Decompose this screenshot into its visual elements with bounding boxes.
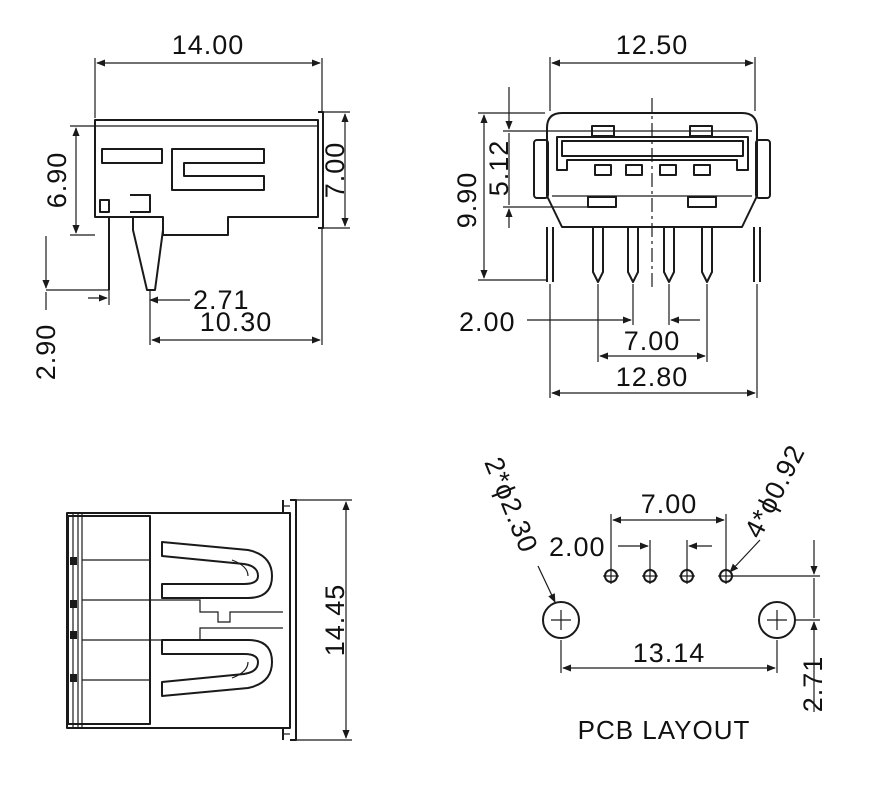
pcb-mount-hole-label: 2*ϕ2.30: [478, 453, 543, 557]
front-width-label: 12.50: [616, 30, 689, 60]
top-depth-label: 14.45: [320, 584, 350, 657]
front-height-label: 9.90: [452, 172, 482, 229]
front-leg-span-label: 12.80: [616, 362, 689, 392]
side-right-height-label: 7.00: [320, 142, 350, 199]
side-pin: [132, 217, 164, 291]
pcb-pin-pitch-label: 2.00: [549, 532, 606, 562]
side-pin-depth-label: 2.90: [31, 324, 61, 381]
pcb-hole-offset-label: 2.71: [798, 656, 828, 713]
top-contact-lower: [161, 639, 273, 697]
pcb-layout-title: PCB LAYOUT: [578, 715, 751, 745]
side-housing: [94, 119, 319, 236]
side-length-label: 14.00: [172, 30, 245, 60]
top-body: [66, 512, 291, 729]
pcb-hole-span-label: 13.14: [633, 638, 706, 668]
side-pin-span-label: 10.30: [200, 307, 273, 337]
pcb-layout: 7.00 2.00 13.14 2.71 2*ϕ2.30 4*ϕ0.92 PCB…: [478, 440, 828, 745]
side-pin-offset-label: 2.71: [193, 285, 250, 315]
front-port-height-label: 5.12: [484, 140, 514, 197]
mount-hole-left: [542, 601, 580, 639]
pin-hole: [679, 568, 695, 584]
mount-hole-right: [758, 601, 796, 639]
top-contact-upper: [161, 541, 273, 599]
pcb-pin-outer-label: 7.00: [641, 489, 698, 519]
pin-hole: [603, 568, 619, 584]
top-view: 14.45: [66, 499, 352, 741]
front-pin-pitch-label: 2.00: [459, 307, 516, 337]
front-view: 12.50 9.90 5.12 2.00 7.00 12.80: [452, 30, 771, 398]
pin-hole: [642, 568, 658, 584]
pcb-pin-hole-label: 4*ϕ0.92: [739, 440, 811, 543]
side-view: 14.00 6.90 7.00 2.90 2.71 10.30: [31, 30, 350, 380]
front-pin-outer-label: 7.00: [624, 326, 681, 356]
side-height-label: 6.90: [42, 152, 72, 209]
